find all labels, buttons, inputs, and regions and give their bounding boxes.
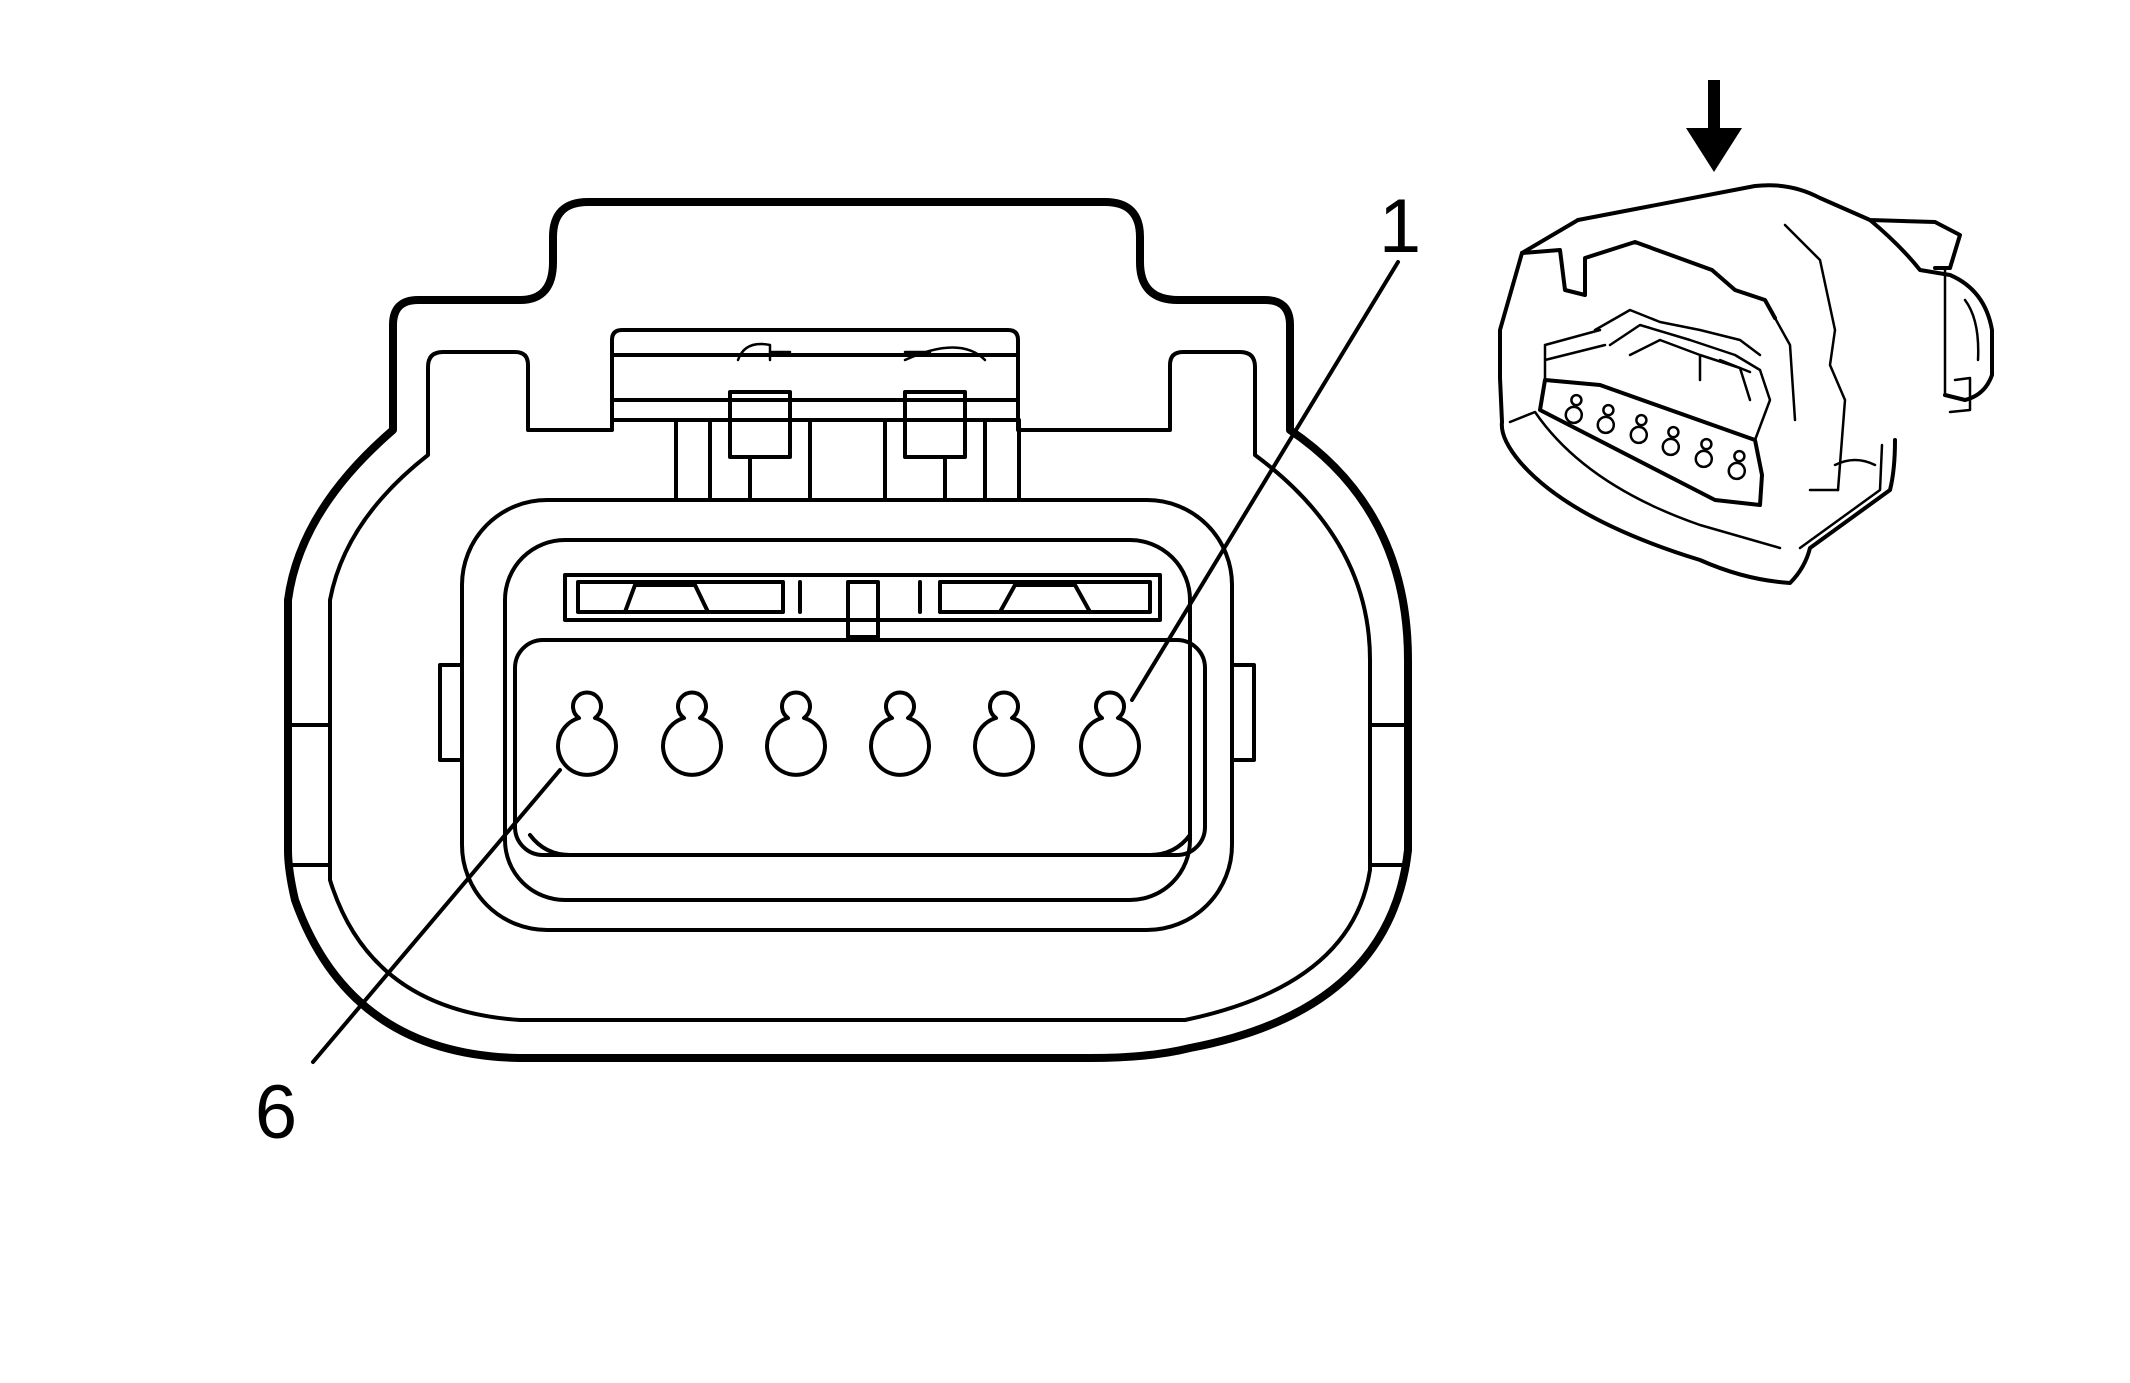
leader-line-pin-6: [311, 768, 562, 1064]
housing-right-panel: [1783, 223, 1847, 492]
housing-rear-detail: [1773, 316, 1877, 492]
connector-face-view: 1 6: [255, 184, 1421, 1155]
housing-front-top: [1520, 240, 1777, 320]
terminal-cavity-3: [869, 690, 931, 777]
leader-line-pin-1: [1130, 260, 1400, 702]
terminal-cavity-5: [661, 690, 723, 777]
tpa-strip: [563, 573, 1162, 639]
locking-latch: [610, 342, 1021, 502]
terminal-cavity-1: [1079, 690, 1141, 777]
housing-top: [1576, 183, 1962, 270]
terminal-cavity-6: [556, 690, 618, 777]
mating-face-inner: [503, 538, 1192, 902]
side-tab-right: [1230, 663, 1256, 762]
pin-6-label: 6: [255, 1070, 297, 1155]
connector-outer-shell: [284, 198, 1412, 1062]
terminal-cavity-2: [973, 690, 1035, 777]
cavity-block: [513, 638, 1207, 857]
pin-1-label: 1: [1379, 184, 1421, 269]
inner-cavity-face: [1538, 378, 1764, 507]
lower-shroud: [1499, 420, 1897, 585]
view-direction-arrow-icon: [1686, 80, 1742, 172]
housing-left-side: [1498, 218, 1580, 380]
connector-perspective-view: [1498, 80, 1994, 585]
lower-shroud-inner: [1508, 410, 1884, 550]
terminal-cavity-4: [765, 690, 827, 777]
housing-right-side: [1868, 218, 1994, 402]
shroud-left-edge: [1498, 376, 1504, 424]
inner-top-ledge: [1543, 328, 1607, 382]
side-tab-left: [438, 663, 464, 762]
connector-inner-shell: [328, 328, 1372, 1022]
terminal-cavities: [556, 690, 1141, 777]
inner-latch-detail: [1593, 308, 1772, 442]
cavity-block-bottom-rail: [528, 833, 1192, 857]
housing-right-detail: [1943, 266, 1980, 414]
perspective-cavities: [1564, 393, 1747, 481]
